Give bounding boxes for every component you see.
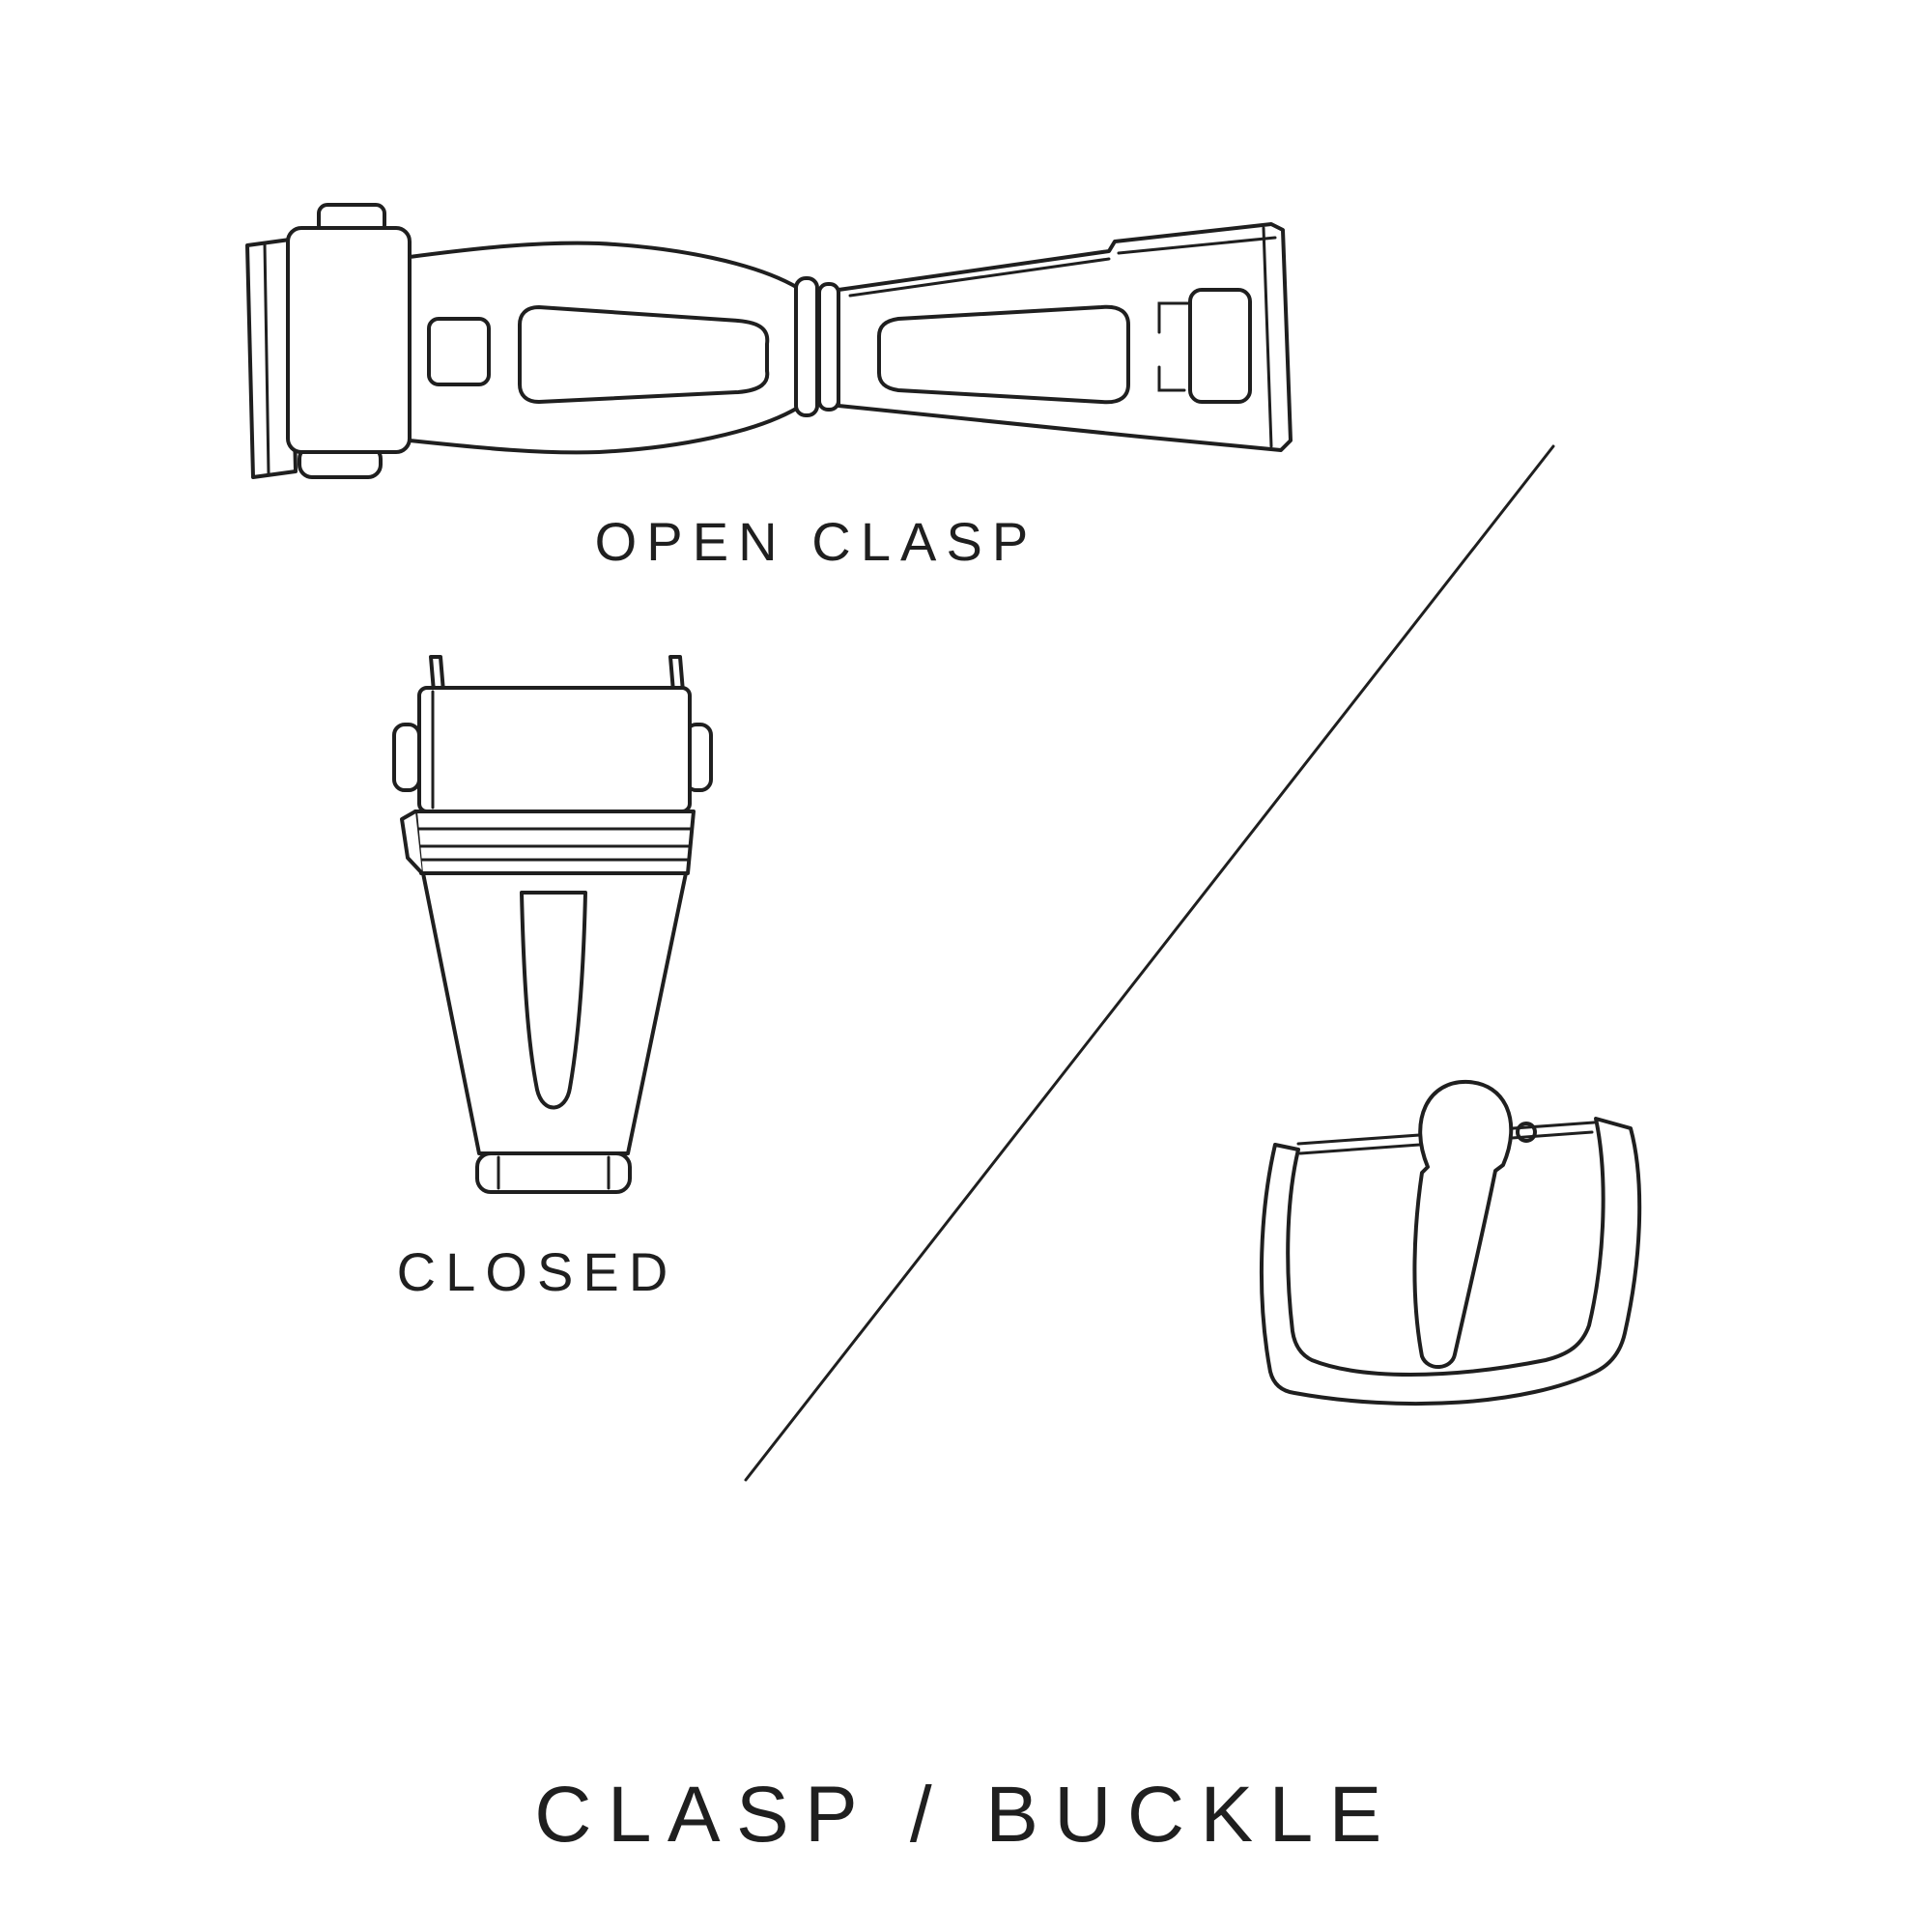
open-clasp-right-arm-step-line xyxy=(1117,236,1277,255)
open-clasp-right-arm-top-line xyxy=(848,257,1111,298)
open-clasp-illustration xyxy=(245,203,1293,479)
closed-clasp-bottom-cap xyxy=(475,1151,632,1194)
buckle-bar-ring xyxy=(1516,1122,1537,1143)
buckle-illustration xyxy=(1259,1079,1642,1406)
buckle-tang xyxy=(1412,1079,1514,1369)
closed-label: CLOSED xyxy=(396,1241,678,1302)
closed-clasp-body xyxy=(421,871,688,1155)
buckle-frame xyxy=(1259,1117,1642,1406)
closed-clasp-illustration xyxy=(392,655,713,1194)
open-clasp-notch xyxy=(427,317,491,386)
open-clasp-hinge-bar-2 xyxy=(817,282,840,412)
closed-clasp-ear-left xyxy=(392,723,421,792)
open-clasp-hinge-bar-1 xyxy=(794,276,819,417)
open-clasp-end-strip-line xyxy=(263,242,270,475)
divider-line xyxy=(744,444,1555,1482)
closed-clasp-inner-slot xyxy=(520,891,587,1110)
open-clasp-right-cutout xyxy=(1188,288,1252,404)
closed-clasp-band-fold xyxy=(400,810,424,875)
open-clasp-left-panel xyxy=(518,305,770,404)
closed-clasp-top-block xyxy=(417,686,692,813)
open-clasp-right-panel xyxy=(877,304,1130,405)
open-clasp-label: OPEN CLASP xyxy=(594,511,1038,572)
open-clasp-end-block xyxy=(286,226,412,454)
open-clasp-end-strip xyxy=(245,238,298,479)
open-clasp-right-end-line xyxy=(1262,226,1273,448)
closed-clasp-band xyxy=(413,810,696,875)
open-clasp-latch-detail xyxy=(1157,301,1190,392)
page-title: CLASP / BUCKLE xyxy=(534,1771,1398,1859)
